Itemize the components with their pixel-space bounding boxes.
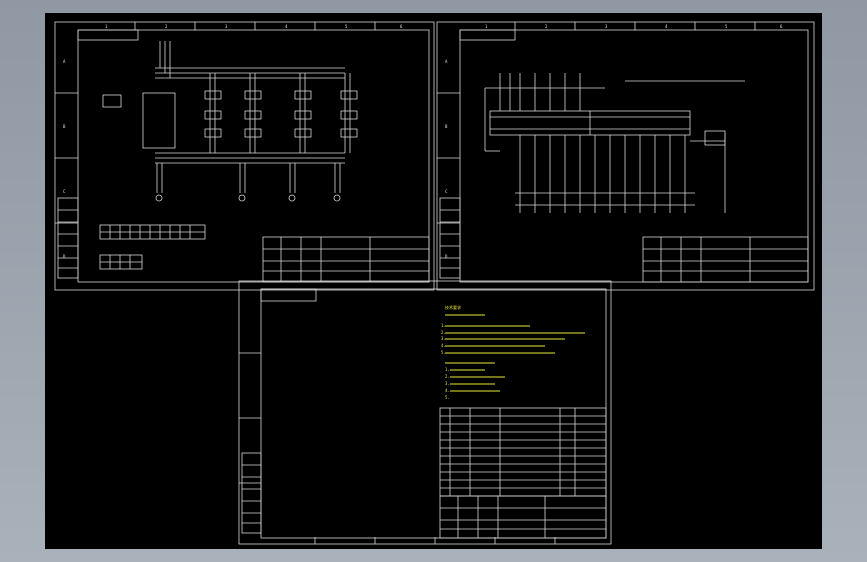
note-2: 2.	[441, 330, 446, 335]
s2-zone-1: 1	[485, 24, 488, 29]
drawing-svg	[54, 21, 815, 545]
s2-zone-a: A	[445, 59, 448, 64]
s1-zone-6: 6	[400, 24, 403, 29]
sheet-3[interactable]	[238, 280, 612, 545]
s1-zone-b: B	[63, 124, 66, 129]
sheet-2[interactable]	[436, 21, 815, 291]
s1-zone-3: 3	[225, 24, 228, 29]
s1-zone-4: 4	[285, 24, 288, 29]
s2-zone-3: 3	[605, 24, 608, 29]
sheet-3-left-stamp	[241, 452, 262, 534]
sheet-1[interactable]	[54, 21, 435, 291]
note-4: 4.	[441, 343, 446, 348]
sheet-3-title-block	[439, 495, 607, 539]
sheet-3-notes-strokes	[445, 314, 585, 392]
sheet-3-notes: 技术要求 1. 2. 3. 4. 5. 1. 2. 3. 4. 5.	[441, 304, 461, 400]
s1-zone-a: A	[63, 59, 66, 64]
sheet-2-outer-frame	[436, 21, 815, 291]
sheet-1-inner-frame	[77, 29, 430, 283]
s2-zone-c: C	[445, 189, 448, 194]
inverter-block	[142, 92, 176, 149]
sheet-2-left-stamp	[439, 197, 461, 279]
s2-zone-b: B	[445, 124, 448, 129]
note-1: 1.	[441, 323, 446, 328]
sheet-1-outer-frame	[54, 21, 435, 291]
s2-zone-d: D	[445, 254, 448, 259]
note-5: 5.	[441, 350, 446, 355]
s1-zone-c: C	[63, 189, 66, 194]
sub-note-5: 5.	[445, 395, 450, 400]
s1-zone-5: 5	[345, 24, 348, 29]
note-3: 3.	[441, 336, 446, 341]
sheet-2-zone-numbers: 1 2 3 4 5 6 A B C D	[445, 24, 783, 259]
labels-svg: 1 2 3 4 5 6 A B C D 1 2 3 4 5 6 A B C	[63, 24, 783, 400]
sheet-1-zone-numbers: 1 2 3 4 5 6 A B C D	[63, 24, 403, 259]
s1-zone-1: 1	[105, 24, 108, 29]
sheet-2-title-block	[642, 236, 809, 283]
s2-zone-5: 5	[725, 24, 728, 29]
model-space-canvas[interactable]: 1 2 3 4 5 6 A B C D 1 2 3 4 5 6 A B C	[45, 13, 822, 549]
sheet-1-left-stamp	[57, 197, 79, 279]
sheet-1-title-block	[262, 236, 430, 283]
sheet-3-outer-frame	[238, 280, 612, 545]
notes-title: 技术要求	[445, 304, 461, 310]
sub-note-1: 1.	[445, 367, 450, 372]
sheet-2-inner-frame	[459, 29, 809, 283]
sub-note-4: 4.	[445, 388, 450, 393]
sub-note-3: 3.	[445, 381, 450, 386]
s1-zone-2: 2	[165, 24, 168, 29]
s2-zone-4: 4	[665, 24, 668, 29]
sub-note-2: 2.	[445, 374, 450, 379]
s1-zone-d: D	[63, 254, 66, 259]
s2-zone-6: 6	[780, 24, 783, 29]
s2-zone-2: 2	[545, 24, 548, 29]
